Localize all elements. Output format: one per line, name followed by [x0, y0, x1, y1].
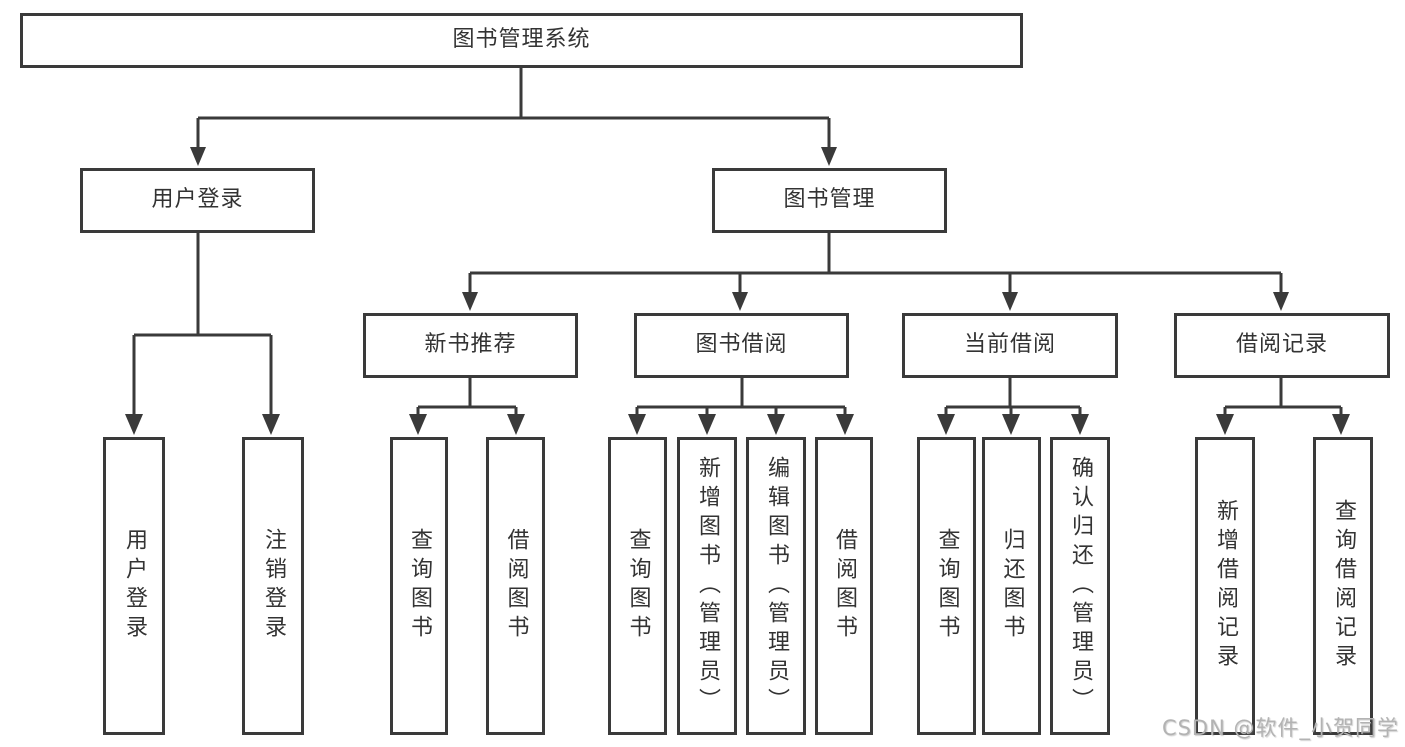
- node-book-borrow: 图书借阅: [634, 313, 849, 378]
- node-root-system: 图书管理系统: [20, 13, 1023, 68]
- leaf-query-borrow-record: 查询借阅记录: [1313, 437, 1373, 735]
- leaf-borrow-books: 借阅图书: [815, 437, 873, 735]
- leaf-return-book: 归还图书: [982, 437, 1041, 735]
- leaf-query-books-current: 查询图书: [917, 437, 976, 735]
- leaf-query-books-borrow: 查询图书: [608, 437, 667, 735]
- leaf-logout: 注销登录: [242, 437, 304, 735]
- leaf-add-borrow-record: 新增借阅记录: [1195, 437, 1255, 735]
- leaf-user-login: 用户登录: [103, 437, 165, 735]
- leaf-borrow-books-recommend: 借阅图书: [486, 437, 545, 735]
- csdn-watermark: CSDN @软件_小贺同学: [1161, 716, 1399, 740]
- leaf-edit-book-admin: 编辑图书（管理员）: [746, 437, 806, 735]
- arrowheads: [125, 147, 1350, 435]
- node-current-borrow: 当前借阅: [902, 313, 1118, 378]
- node-new-book-recommend: 新书推荐: [363, 313, 578, 378]
- leaf-query-books-recommend: 查询图书: [390, 437, 448, 735]
- node-user-login-branch: 用户登录: [80, 168, 315, 233]
- leaf-add-book-admin: 新增图书（管理员）: [677, 437, 737, 735]
- node-borrow-records: 借阅记录: [1174, 313, 1390, 378]
- leaf-confirm-return-admin: 确认归还（管理员）: [1050, 437, 1110, 735]
- node-book-management: 图书管理: [712, 168, 947, 233]
